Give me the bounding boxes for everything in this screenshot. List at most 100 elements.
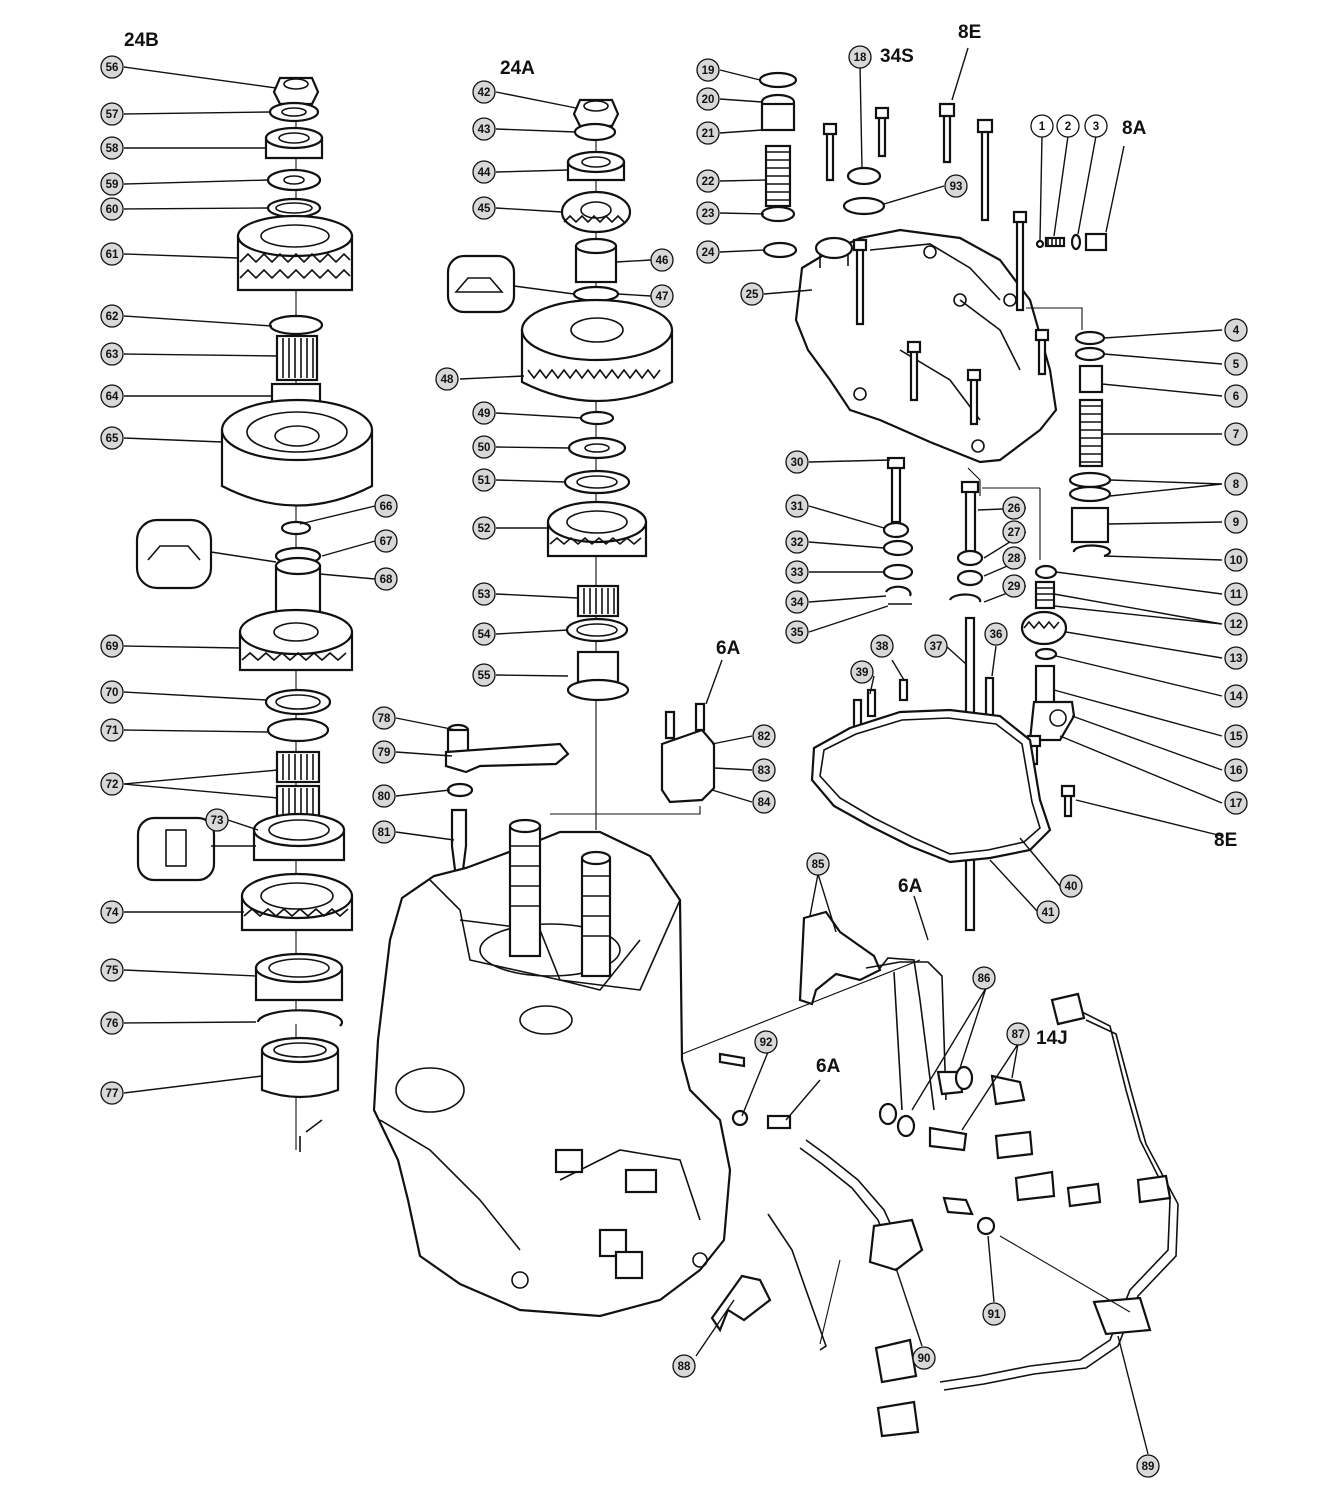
callout-number: 48 (441, 374, 454, 386)
callout-73: 73 (205, 808, 229, 832)
callout-39: 39 (850, 660, 874, 684)
callout-number: 15 (1230, 731, 1243, 743)
callout-56: 56 (100, 55, 124, 79)
callout-number: 55 (478, 670, 491, 682)
callout-bubble (785, 494, 809, 518)
callout-4: 4 (1224, 318, 1248, 342)
shift-shaft-assembly (810, 456, 1052, 932)
callout-bubble (472, 582, 496, 606)
callout-bubble (100, 136, 124, 160)
accumulator-stack (1020, 330, 1112, 818)
callout-57: 57 (100, 102, 124, 126)
callout-85: 85 (806, 852, 830, 876)
callout-bubble (205, 808, 229, 832)
callout-3: 3 (1084, 114, 1108, 138)
group-label-24a: 24A (500, 58, 535, 79)
callout-86: 86 (972, 966, 996, 990)
callout-number: 72 (106, 779, 119, 791)
callout-number: 17 (1230, 798, 1243, 810)
callout-number: 35 (791, 627, 804, 639)
callout-bubble (100, 384, 124, 408)
callout-68: 68 (374, 567, 398, 591)
callout-51: 51 (472, 468, 496, 492)
callout-number: 2 (1065, 121, 1071, 133)
callout-bubble (472, 622, 496, 646)
callout-number: 10 (1230, 555, 1243, 567)
callout-number: 91 (988, 1309, 1001, 1321)
callout-bubble (100, 342, 124, 366)
callout-number: 27 (1008, 527, 1021, 539)
servo-valve-assembly (758, 71, 994, 259)
callout-number: 73 (211, 815, 224, 827)
group-label-8a: 8A (1122, 118, 1147, 139)
callout-bubble (1224, 758, 1248, 782)
callout-13: 13 (1224, 646, 1248, 670)
callout-35: 35 (785, 620, 809, 644)
callout-number: 41 (1042, 907, 1055, 919)
callout-number: 18 (854, 52, 867, 64)
group-label-8e-top: 8E (958, 22, 981, 43)
callout-bubble (924, 634, 948, 658)
callout-number: 12 (1230, 619, 1243, 631)
callout-bubble (785, 620, 809, 644)
callout-11: 11 (1224, 582, 1248, 606)
callout-92: 92 (754, 1030, 778, 1054)
callout-bubble (472, 117, 496, 141)
callout-61: 61 (100, 242, 124, 266)
callout-64: 64 (100, 384, 124, 408)
callout-84: 84 (752, 790, 776, 814)
callout-88: 88 (672, 1354, 696, 1378)
callout-87: 87 (1006, 1022, 1030, 1046)
callout-bubble (1059, 874, 1083, 898)
callout-number: 13 (1230, 653, 1243, 665)
callout-bubble (1030, 114, 1054, 138)
callout-bubble (472, 468, 496, 492)
callout-bubble (1002, 520, 1026, 544)
callout-29: 29 (1002, 574, 1026, 598)
callout-30: 30 (785, 450, 809, 474)
callout-26: 26 (1002, 496, 1026, 520)
callout-number: 43 (478, 124, 491, 136)
callout-number: 92 (760, 1037, 773, 1049)
callout-number: 21 (702, 128, 715, 140)
callout-number: 75 (106, 965, 119, 977)
callout-80: 80 (372, 784, 396, 808)
callout-number: 45 (478, 203, 491, 215)
callout-48: 48 (435, 367, 459, 391)
callout-number: 52 (478, 523, 491, 535)
callout-bubble (374, 494, 398, 518)
callout-bubble (785, 560, 809, 584)
end-cover (794, 210, 1108, 560)
callout-bubble (100, 958, 124, 982)
callout-89: 89 (1136, 1454, 1160, 1478)
callout-number: 76 (106, 1018, 119, 1030)
callout-bubble (650, 284, 674, 308)
callout-36: 36 (984, 622, 1008, 646)
callout-bubble (696, 240, 720, 264)
callout-43: 43 (472, 117, 496, 141)
callout-bubble (1224, 318, 1248, 342)
callout-number: 71 (106, 725, 119, 737)
callout-number: 40 (1065, 881, 1078, 893)
callout-bubble (982, 1302, 1006, 1326)
callout-bubble (1224, 472, 1248, 496)
callout-bubble (100, 102, 124, 126)
callout-23: 23 (696, 201, 720, 225)
callout-62: 62 (100, 304, 124, 328)
callout-54: 54 (472, 622, 496, 646)
callout-71: 71 (100, 718, 124, 742)
callout-14: 14 (1224, 684, 1248, 708)
callout-33: 33 (785, 560, 809, 584)
callout-bubble (696, 121, 720, 145)
callout-bubble (1036, 900, 1060, 924)
callout-number: 78 (378, 713, 391, 725)
callout-bubble (1224, 791, 1248, 815)
group-label-8e-right: 8E (1214, 830, 1237, 851)
callout-28: 28 (1002, 546, 1026, 570)
callout-bubble (435, 367, 459, 391)
callout-66: 66 (374, 494, 398, 518)
callout-bubble (372, 820, 396, 844)
callout-number: 64 (106, 391, 119, 403)
callout-number: 19 (702, 65, 715, 77)
callout-bubble (472, 160, 496, 184)
